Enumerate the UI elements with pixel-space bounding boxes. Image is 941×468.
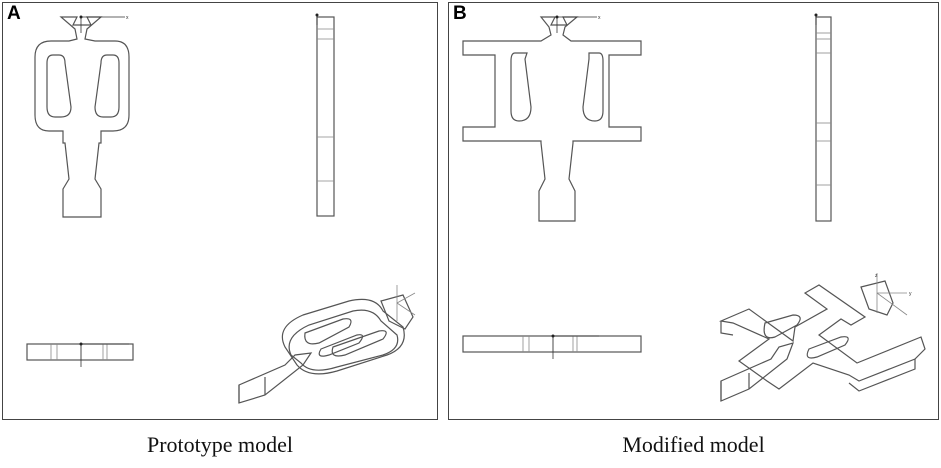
panel-label-a: A	[7, 3, 21, 24]
caption-modified-model: Modified model	[622, 432, 765, 457]
modified-top-view	[462, 334, 642, 359]
axis-letter-y: y	[909, 291, 912, 297]
modified-side-view	[814, 13, 832, 222]
caption-prototype-model: Prototype model	[146, 432, 294, 457]
prototype-side-view	[315, 13, 335, 217]
axis-letter-z: z	[875, 273, 878, 279]
axis-letter-x-b: x	[598, 15, 601, 21]
panel-prototype-model: A x	[2, 2, 438, 420]
axis-letter-x: x	[126, 15, 129, 21]
prototype-top-view	[26, 342, 134, 367]
prototype-drawing: x	[26, 13, 416, 404]
prototype-front-view: x	[34, 15, 130, 218]
modified-front-view: x	[462, 15, 642, 222]
modified-drawing: x	[462, 13, 926, 402]
panel-modified-model: B x	[448, 2, 939, 420]
prototype-isometric-view	[238, 285, 416, 404]
modified-isometric-view: z y	[718, 273, 926, 402]
panel-label-b: B	[453, 3, 467, 24]
